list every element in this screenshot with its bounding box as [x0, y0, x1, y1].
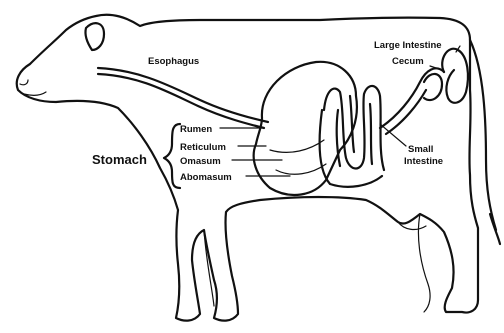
stomach-organ	[254, 62, 357, 195]
label-small-intestine-1: Small	[408, 144, 433, 155]
label-small-intestine-2: Intestine	[404, 156, 443, 167]
label-rumen: Rumen	[180, 124, 212, 135]
label-cecum: Cecum	[392, 56, 424, 67]
esophagus-tube-lower	[98, 74, 264, 128]
label-omasum: Omasum	[180, 156, 221, 167]
label-reticulum: Reticulum	[180, 142, 226, 153]
cow-outline	[17, 15, 500, 321]
label-stomach: Stomach	[92, 152, 147, 167]
label-abomasum: Abomasum	[180, 172, 232, 183]
label-esophagus: Esophagus	[148, 56, 199, 67]
label-large-intestine: Large Intestine	[374, 40, 442, 51]
